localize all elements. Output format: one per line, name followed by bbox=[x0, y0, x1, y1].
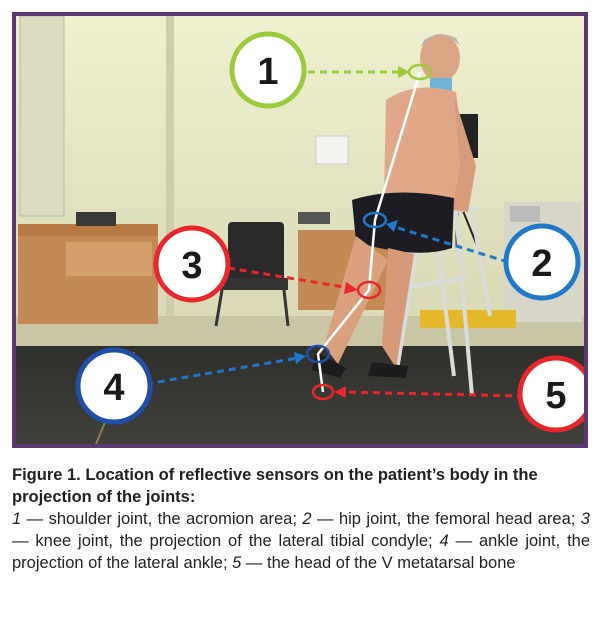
wall-poster bbox=[315, 135, 349, 165]
arrowhead-1 bbox=[398, 66, 410, 78]
sensor-ankle bbox=[305, 344, 331, 364]
marker-3: 3 bbox=[153, 225, 231, 303]
marker-2: 2 bbox=[503, 223, 581, 301]
caption-item-4-num: 4 bbox=[439, 532, 449, 550]
sensor-metatarsal bbox=[311, 383, 335, 401]
caption-item-1-num: 1 bbox=[12, 510, 22, 528]
desk-top bbox=[18, 224, 158, 236]
wall-device bbox=[298, 212, 330, 224]
arrowhead-4 bbox=[294, 352, 306, 364]
marker-5-label: 5 bbox=[545, 375, 566, 417]
chair-back bbox=[228, 222, 284, 282]
arrow-5 bbox=[341, 390, 525, 398]
caption-item-5-num: 5 bbox=[232, 554, 242, 572]
window-frame bbox=[19, 16, 65, 217]
sensor-hip bbox=[362, 211, 388, 229]
figure-photo: 1 2 3 4 5 bbox=[12, 12, 588, 448]
chair-seat bbox=[218, 278, 288, 290]
chair-leg bbox=[282, 289, 290, 327]
yellow-platform bbox=[420, 310, 516, 328]
desk-drawer bbox=[66, 242, 152, 276]
arrow-4 bbox=[145, 356, 299, 386]
caption-item-2-text: — hip joint, the femoral head area; bbox=[311, 510, 581, 528]
arrowhead-2 bbox=[386, 220, 398, 232]
chair-leg bbox=[214, 289, 224, 327]
skeleton-line bbox=[316, 71, 422, 393]
marker-3-label: 3 bbox=[181, 245, 202, 287]
arrowhead-3 bbox=[344, 282, 358, 294]
caption-item-2-num: 2 bbox=[302, 510, 312, 528]
arrow-2 bbox=[391, 224, 509, 264]
caption-item-3-text: — knee joint, the projection of the late… bbox=[12, 532, 440, 550]
caption-item-3-num: 3 bbox=[580, 510, 590, 528]
marker-4-label: 4 bbox=[103, 367, 124, 409]
arrowhead-5 bbox=[334, 386, 346, 398]
caption-item-5-text: — the head of the V metatarsal bone bbox=[241, 554, 516, 572]
marker-1-label: 1 bbox=[257, 51, 278, 93]
caption-body: 1 — shoulder joint, the acromion area; 2… bbox=[12, 508, 590, 574]
marker-4: 4 bbox=[75, 347, 153, 425]
gait-analysis-photo: 1 2 3 4 5 bbox=[16, 16, 584, 444]
pillar bbox=[166, 16, 174, 316]
marker-2-label: 2 bbox=[531, 243, 552, 285]
caption-item-4-text: — ankle joint, the projection of the lat… bbox=[12, 532, 591, 572]
caption-item-1-text: — shoulder joint, the acromion area; bbox=[21, 510, 303, 528]
marker-1: 1 bbox=[229, 31, 307, 109]
arrow-3 bbox=[215, 264, 351, 290]
marker-5: 5 bbox=[517, 355, 584, 433]
caption-title: Figure 1. Location of reflective sensors… bbox=[12, 466, 538, 506]
equipment-box bbox=[510, 206, 540, 222]
figure-caption: Figure 1. Location of reflective sensors… bbox=[12, 464, 590, 574]
desk-device bbox=[76, 212, 116, 226]
